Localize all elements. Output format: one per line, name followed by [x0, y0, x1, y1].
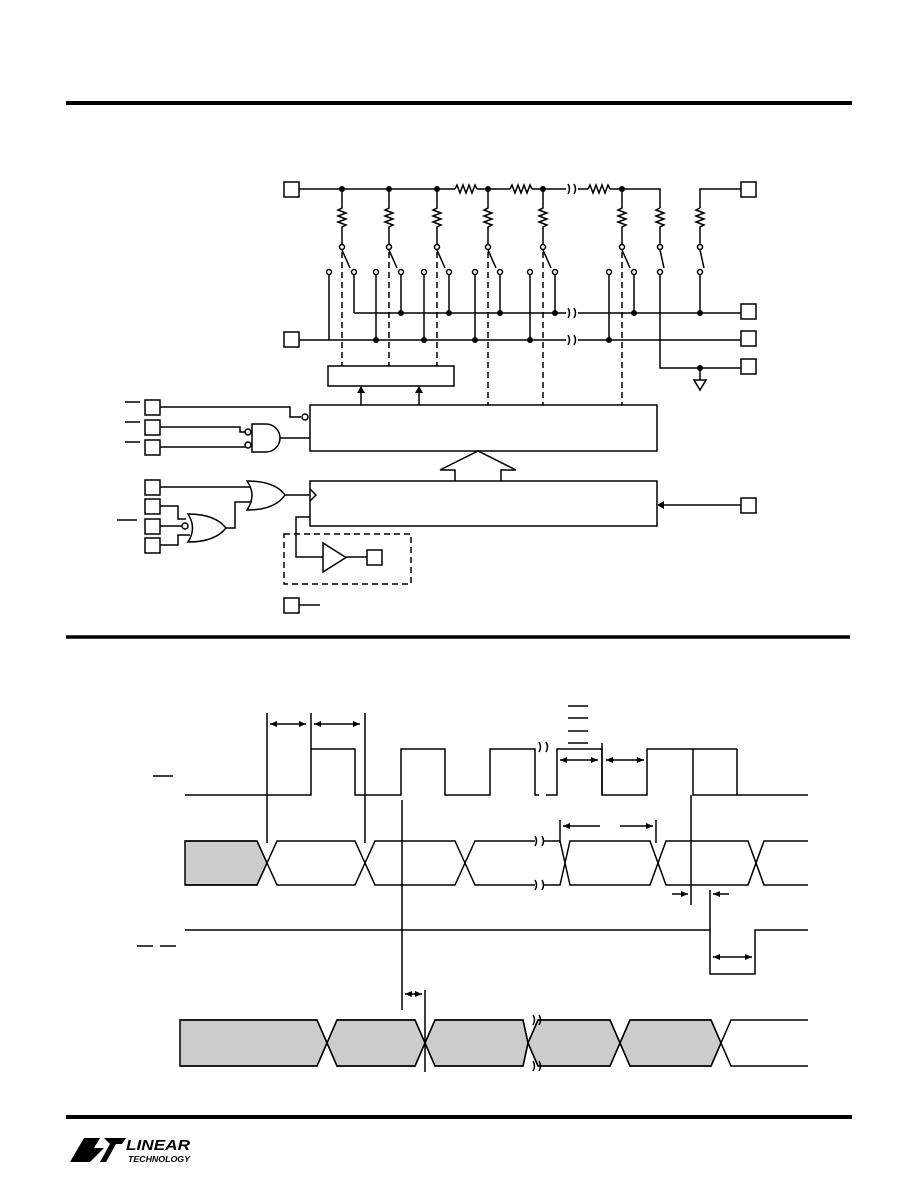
lt-logo-icon: LINEAR TECHNOLOGY: [70, 1137, 191, 1164]
dout-buffer-icon: [322, 541, 348, 574]
pin-load: [144, 399, 161, 416]
din-shaded-first-bit: [184, 840, 268, 886]
din-waveform-bottom: [185, 860, 808, 886]
nor-input-bubble: [181, 522, 189, 530]
dout-option-box: [283, 533, 412, 585]
shift-register-block: [309, 480, 658, 527]
load-signal-line: [160, 406, 301, 418]
pin-dout: [366, 549, 383, 566]
pin-clk: [144, 479, 161, 496]
pin-din: [740, 497, 757, 514]
ladder-switch-wiring: [328, 275, 741, 369]
dout-waveform-bottom: [180, 1040, 808, 1067]
pin-ref-hi: [283, 181, 300, 198]
dout-shaded-bits: [179, 1019, 722, 1067]
and-gate-icon: [251, 423, 281, 453]
pin-iout2: [740, 330, 757, 347]
din-waveform-top: [185, 840, 808, 866]
ladder-series-resistor-1: [454, 182, 478, 196]
load-inversion-bubble: [301, 413, 309, 421]
timing-diagram: [137, 705, 808, 1072]
nor-gate-wiring: [160, 505, 236, 546]
block-diagram-pins: [144, 181, 757, 614]
rfb-line: [699, 188, 741, 208]
switch-control-dashes: [341, 252, 623, 405]
shift-clock-edge: [309, 488, 318, 502]
load-waveform: [185, 929, 808, 975]
pin-rfb: [740, 181, 757, 198]
pin-gnd: [283, 597, 300, 614]
pin-agnd: [740, 358, 757, 375]
dac-register-block: [309, 404, 658, 452]
dout-wiring: [295, 516, 367, 558]
bus-node-dots: [373, 310, 703, 371]
pin-cs: [144, 419, 161, 436]
ladder-top-line: [299, 188, 661, 208]
register-transfer-arrow-icon: [439, 450, 517, 481]
ladder-switches: [325, 243, 705, 276]
bus-break-marks: [567, 307, 577, 346]
block-diagram: [117, 181, 757, 614]
or-gate-icon: [245, 480, 286, 511]
ladder-series-resistor-2: [509, 182, 533, 196]
pin-ref-lo: [283, 331, 300, 348]
din-break-marks: [534, 835, 545, 891]
timing-legend-bars: [568, 705, 588, 744]
and-input-bubble-2: [244, 441, 252, 449]
nor-gate-icon: [186, 513, 227, 543]
lt-logo-mark: [70, 1138, 126, 1162]
and-input-bubble: [244, 428, 252, 436]
clk-waveform: [185, 748, 808, 796]
dout-break-marks: [532, 1014, 542, 1072]
ladder-series-resistor-3: [587, 182, 611, 196]
pin-clr: [144, 439, 161, 456]
ladder-break-mark: [567, 183, 577, 195]
decoder-block: [327, 365, 455, 387]
ground-symbol-icon: [692, 368, 708, 392]
pin-iout1: [740, 303, 757, 320]
pin-in-a: [144, 498, 161, 515]
pin-in-b: [144, 518, 161, 535]
ladder-shunt-resistors: [335, 189, 707, 244]
pin-in-c: [144, 537, 161, 554]
logo-brand-line1: LINEAR: [126, 1137, 190, 1154]
or-gate-wiring: [160, 486, 310, 525]
clk-break-mark: [538, 741, 549, 753]
and-gate-wiring: [160, 426, 310, 448]
logo-brand-line2: TECHNOLOGY: [128, 1155, 191, 1164]
